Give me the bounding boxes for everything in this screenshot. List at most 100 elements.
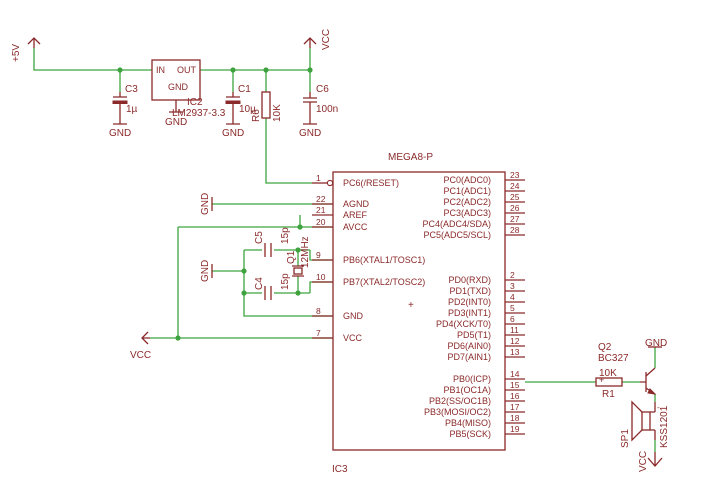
gnd-symbol-agnd: GND — [200, 193, 213, 215]
mcu-value: MEGA8-P — [388, 152, 433, 163]
pin-number: 10 — [316, 272, 326, 282]
pin-number: 23 — [510, 170, 520, 180]
svg-text:C4: C4 — [254, 277, 265, 290]
pin-number: 2 — [510, 270, 515, 280]
svg-text:Q2: Q2 — [598, 342, 612, 353]
capacitor-c4: C4 15p — [254, 273, 291, 300]
gnd-symbol-c6: GND — [299, 118, 321, 139]
pin-label: PB1(OC1A) — [443, 385, 491, 395]
svg-text:C3: C3 — [125, 84, 138, 95]
pin-number: 20 — [316, 217, 326, 227]
svg-text:12MHz: 12MHz — [300, 236, 311, 268]
pin-number: 18 — [510, 413, 520, 423]
svg-text:GND: GND — [299, 128, 321, 139]
svg-text:GND: GND — [200, 260, 211, 282]
svg-text:R6: R6 — [251, 109, 262, 122]
pin-label: PD7(AIN1) — [447, 352, 491, 362]
pin-label: PD4(XCK/T0) — [436, 319, 491, 329]
svg-text:GND: GND — [645, 338, 667, 349]
pin-number: 13 — [510, 347, 520, 357]
pin-number: 9 — [316, 250, 321, 260]
svg-text:GND: GND — [168, 82, 189, 92]
pin-number: 1 — [316, 173, 321, 183]
pin-label: PB5(SCK) — [449, 429, 491, 439]
capacitor-c5: C5 15p — [254, 227, 291, 257]
gnd-symbol-ic2: GND — [165, 100, 187, 128]
pin-number: 3 — [510, 281, 515, 291]
vcc-left-label: VCC — [130, 350, 151, 361]
pin-number: 11 — [510, 325, 519, 335]
gnd-symbol-c3: GND — [109, 118, 131, 139]
svg-text:GND: GND — [222, 128, 244, 139]
pin-number: 19 — [510, 424, 520, 434]
pin-number: 8 — [316, 306, 321, 316]
crystal-q1: Q1 12MHz — [286, 236, 311, 277]
gnd-symbol-q2: GND — [645, 338, 667, 349]
svg-text:-: - — [657, 403, 660, 412]
pin-number: 14 — [510, 369, 520, 379]
resistor-r6: R6 10K — [251, 91, 283, 122]
pin-label: VCC — [343, 333, 363, 343]
vcc-top-label: VCC — [321, 29, 332, 50]
svg-text:GND: GND — [200, 193, 211, 215]
pin-number: 25 — [510, 192, 520, 202]
pin-number: 7 — [316, 328, 321, 338]
speaker-sp1: SP1 KSS1201 - VCC — [620, 400, 670, 472]
svg-text:100n: 100n — [316, 104, 338, 115]
pin-label: GND — [343, 311, 364, 321]
p5v-supply-symbol: +5V — [11, 37, 41, 62]
pin-number: 27 — [510, 214, 520, 224]
pin-label: PC4(ADC4/SDA) — [422, 219, 491, 229]
pin-number: 4 — [510, 292, 515, 302]
svg-text:OUT: OUT — [177, 65, 197, 75]
ic2-name: IC2 — [187, 97, 203, 108]
svg-text:10µ: 10µ — [239, 104, 256, 115]
svg-text:IN: IN — [156, 65, 165, 75]
pin-label: PB2(SS/OC1B) — [429, 396, 491, 406]
pin-label: AVCC — [343, 222, 368, 232]
pin-number: 21 — [316, 205, 326, 215]
pin-label: PD3(INT1) — [448, 308, 491, 318]
svg-text:C1: C1 — [238, 84, 251, 95]
pin-label: PC5(ADC5/SCL) — [423, 230, 491, 240]
regulator-ic2: IN OUT GND IC2 LM2937-3.3 — [151, 59, 226, 119]
pin-label: PC3(ADC3) — [443, 208, 491, 218]
svg-text:15p: 15p — [280, 273, 291, 290]
pin-number: 24 — [510, 181, 520, 191]
svg-text:10K: 10K — [272, 104, 283, 122]
pin-number: 28 — [510, 225, 520, 235]
svg-text:GND: GND — [165, 117, 187, 128]
pin-label: PC6(/RESET) — [343, 178, 399, 188]
svg-text:+: + — [599, 375, 604, 385]
pin-label: PD2(INT0) — [448, 297, 491, 307]
pin-number: 22 — [316, 194, 326, 204]
pin-label: PD6(AIN0) — [447, 341, 491, 351]
capacitor-c1: C1 10µ — [225, 84, 256, 118]
pin-number: 16 — [510, 391, 520, 401]
svg-text:C6: C6 — [316, 84, 329, 95]
pin-label: PC2(ADC2) — [443, 197, 491, 207]
svg-text:GND: GND — [109, 128, 131, 139]
gnd-symbol-crystal: GND — [200, 260, 213, 282]
pin-label: PB0(ICP) — [453, 374, 491, 384]
pin-label: PC1(ADC1) — [443, 186, 491, 196]
pin-label: PB7(XTAL2/TOSC2) — [343, 277, 425, 287]
pin-number: 12 — [510, 336, 520, 346]
svg-text:R1: R1 — [602, 389, 615, 400]
